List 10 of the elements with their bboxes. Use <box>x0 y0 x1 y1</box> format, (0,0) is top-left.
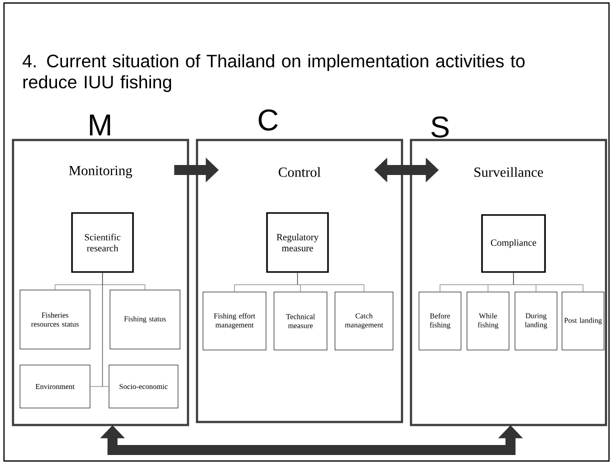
panel-letter: S <box>431 116 449 138</box>
panel-letter: C <box>258 109 278 131</box>
category-box: Regulatory measure <box>266 212 329 273</box>
category-box: Scientific research <box>71 212 134 273</box>
connector-line <box>297 272 364 292</box>
panel-letter: M <box>90 114 110 136</box>
category-box: Compliance <box>481 214 546 273</box>
connector-line <box>513 272 584 292</box>
connector-line <box>102 272 109 387</box>
slide-title: 4. Current situation of Thailand on implementation activities to reduce IUU fishing <box>22 54 525 92</box>
